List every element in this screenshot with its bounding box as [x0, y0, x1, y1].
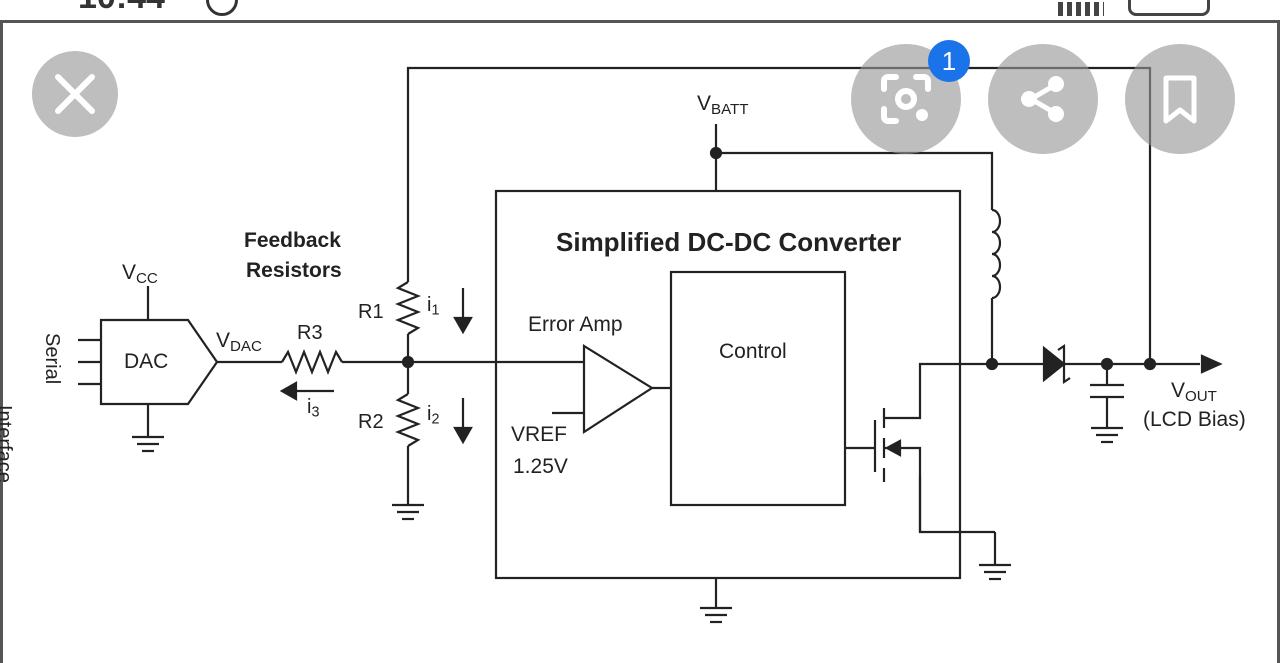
serial-interface-label-1: Interface: [0, 405, 15, 483]
vbatt-label: VBATT: [697, 92, 749, 118]
vdac-label: VDAC: [216, 329, 262, 355]
r1-resistor: [395, 281, 421, 335]
serial-interface-label-2: Serial: [41, 333, 63, 385]
status-bar: 10:44: [0, 0, 1280, 18]
bookmark-icon: [1163, 75, 1197, 124]
dac-label: DAC: [124, 350, 169, 373]
signal-icon: [1058, 2, 1104, 16]
r2-resistor: [395, 393, 421, 447]
vref-label: VREF: [511, 423, 568, 446]
close-icon: [55, 74, 95, 114]
converter-title: Simplified DC-DC Converter: [556, 227, 902, 257]
converter-box: [494, 189, 962, 580]
share-icon: [1021, 76, 1064, 122]
battery-icon: [1128, 0, 1210, 16]
vout-label: VOUT: [1171, 379, 1217, 405]
r3-resistor: [281, 349, 343, 375]
feedback-label-2: Resistors: [246, 259, 342, 282]
lcd-bias-label: (LCD Bias): [1143, 408, 1246, 431]
feedback-label-1: Feedback: [244, 229, 341, 252]
share-button[interactable]: [988, 44, 1098, 154]
i3-label: i3: [307, 396, 320, 421]
i1-label: i1: [427, 294, 440, 319]
status-time: 10:44: [78, 0, 165, 17]
status-icons: [1058, 0, 1210, 16]
image-frame: [0, 20, 1280, 663]
vcc-label: VCC: [122, 261, 158, 287]
schottky-diode: [1042, 345, 1066, 383]
bookmark-button[interactable]: [1125, 44, 1235, 154]
r2-label: R2: [358, 411, 384, 433]
control-block: [669, 270, 847, 507]
vref-value: 1.25V: [513, 455, 568, 478]
error-amp: [582, 344, 655, 435]
dac-block: [99, 318, 219, 406]
close-button[interactable]: [32, 51, 118, 137]
i2-label: i2: [427, 403, 440, 428]
lens-scan-icon: [881, 74, 931, 124]
r1-label: R1: [358, 301, 384, 323]
feedback-wire: [406, 66, 1152, 364]
notification-badge: 1: [928, 40, 970, 82]
inductor: [991, 208, 1002, 300]
r3-label: R3: [297, 322, 323, 344]
error-amp-label: Error Amp: [528, 313, 623, 336]
control-label: Control: [719, 340, 787, 363]
